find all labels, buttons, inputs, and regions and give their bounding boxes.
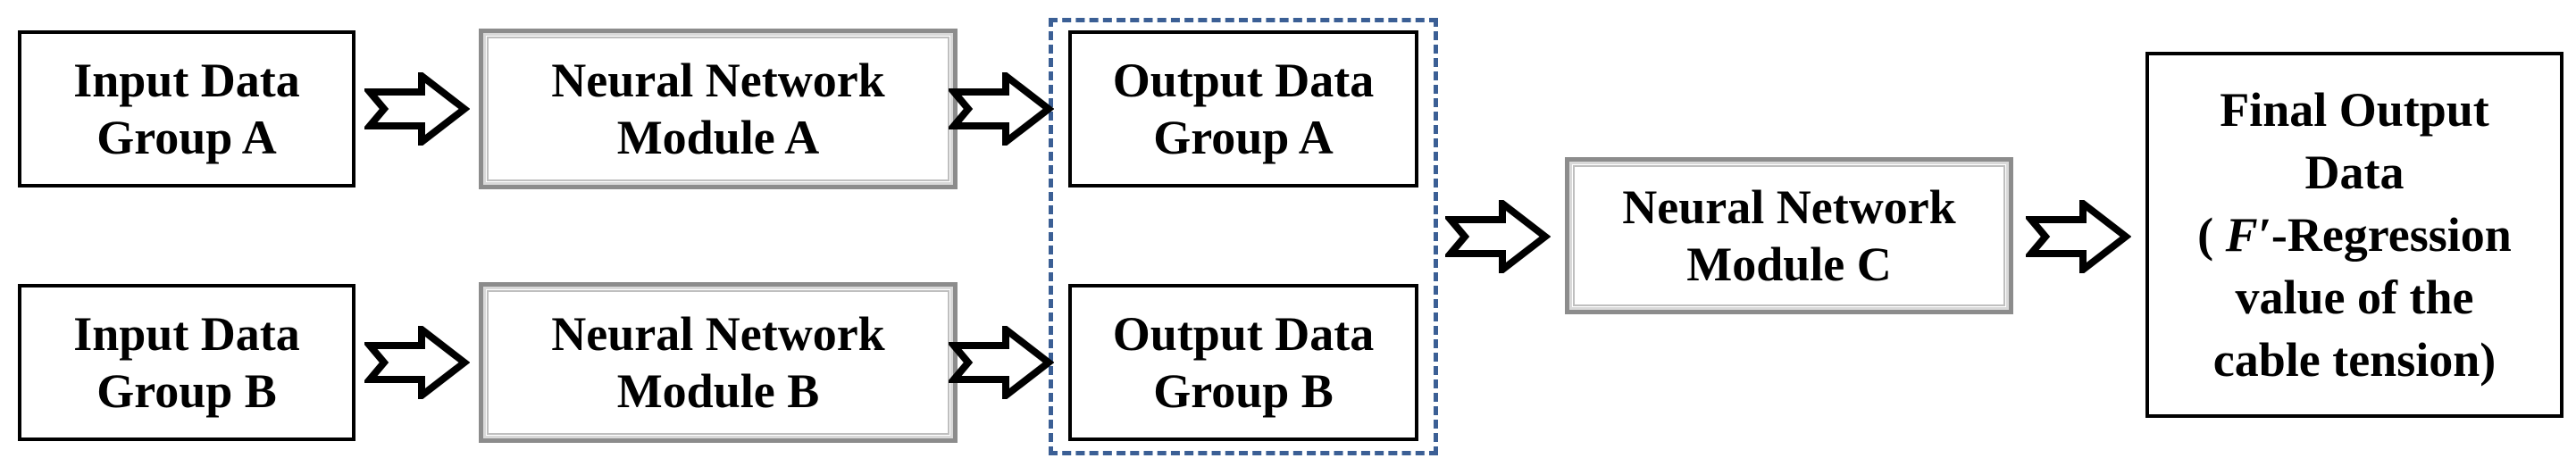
- f-prime-symbol: F′: [2225, 208, 2271, 262]
- hollow-right-arrow-icon: [364, 72, 470, 146]
- neural-network-module-a-box: Neural Network Module A: [479, 29, 958, 189]
- neural-network-module-a-label: Neural Network Module A: [551, 54, 885, 164]
- hollow-right-arrow-icon: [364, 326, 470, 399]
- final-output-regression-line: ( F′-Regression: [2197, 208, 2512, 262]
- neural-network-module-c-box: Neural Network Module C: [1565, 157, 2013, 314]
- input-data-group-a-label: Input Data Group A: [73, 54, 300, 164]
- neural-network-module-b-box: Neural Network Module B: [479, 282, 958, 443]
- hollow-right-arrow-icon: [2026, 200, 2131, 273]
- hollow-right-arrow-icon: [949, 72, 1054, 146]
- input-data-group-a-box: Input Data Group A: [18, 30, 355, 188]
- output-data-group-b-box: Output Data Group B: [1068, 284, 1418, 441]
- final-output-data-box: Final Output Data ( F′-Regression value …: [2145, 52, 2563, 418]
- neural-network-module-c-label: Neural Network Module C: [1622, 180, 1956, 291]
- output-data-group-b-label: Output Data Group B: [1112, 307, 1375, 418]
- neural-network-module-b-label: Neural Network Module B: [551, 307, 885, 418]
- output-data-group-a-label: Output Data Group A: [1112, 54, 1375, 164]
- input-data-group-b-box: Input Data Group B: [18, 284, 355, 441]
- hollow-right-arrow-icon: [949, 326, 1054, 399]
- input-data-group-b-label: Input Data Group B: [73, 307, 300, 418]
- output-data-group-a-box: Output Data Group A: [1068, 30, 1418, 188]
- hollow-right-arrow-icon: [1445, 200, 1551, 273]
- output-group-dashed-frame: [1049, 18, 1438, 455]
- final-output-data-label: Final Output Data ( F′-Regression value …: [2197, 83, 2512, 387]
